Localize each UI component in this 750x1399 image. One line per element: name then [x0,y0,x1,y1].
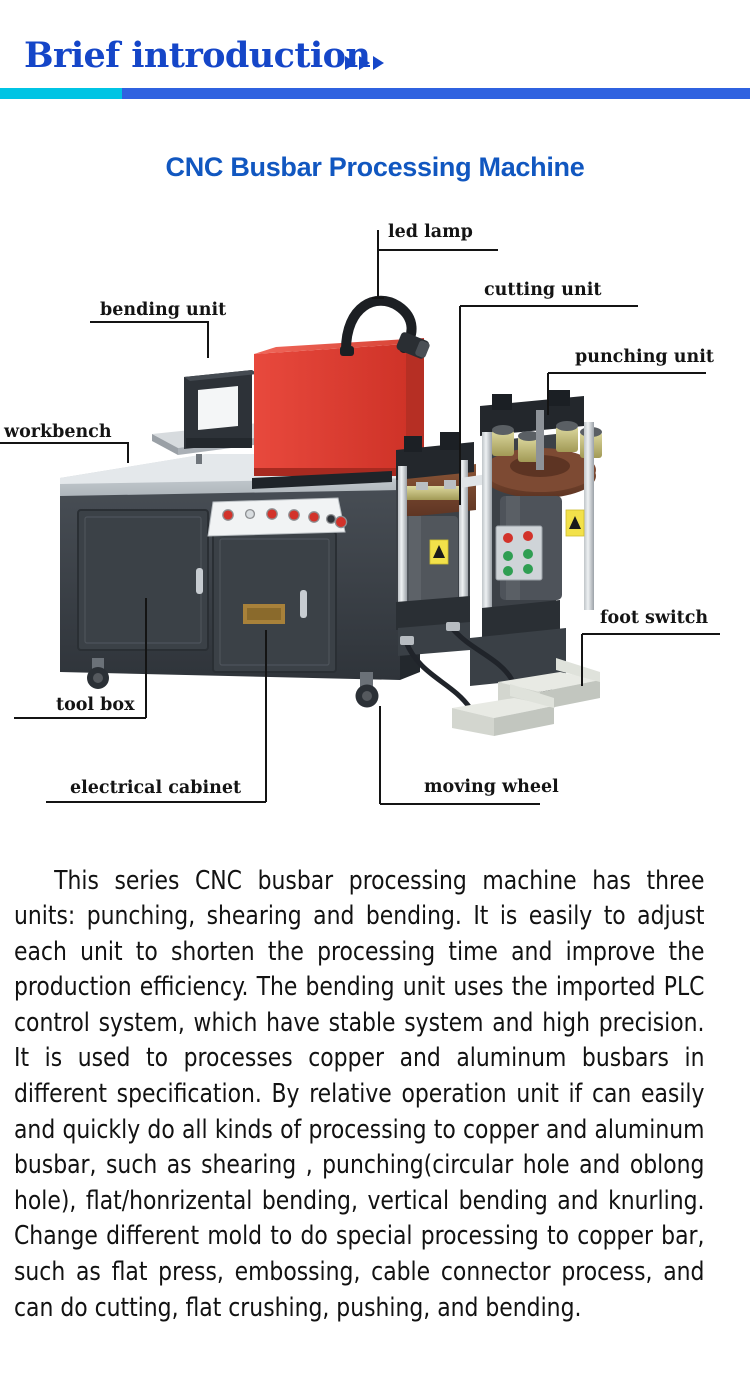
description-paragraph: This series CNC busbar processing machin… [14,865,705,1323]
callout-label-cutting-unit: cutting unit [484,280,601,300]
callout-label-tool-box: tool box [56,695,135,715]
punching-unit [470,390,602,711]
chevron-right-icon [359,56,370,70]
callout-label-moving-wheel: moving wheel [424,777,559,797]
header-divider-rule [0,88,750,99]
product-title: CNC Busbar Processing Machine [165,152,585,182]
moving-wheel-group [87,658,379,708]
section-header: Brief introduction [0,0,750,108]
machine-photo: bending unit workbench led lamp cutting … [0,222,720,805]
bending-unit-cover [252,338,424,489]
callout-leader-lines [0,230,720,805]
led-lamp [340,295,430,359]
callout-label-electrical-cabinet: electrical cabinet [70,778,241,798]
callout-label-led-lamp: led lamp [388,222,473,242]
callout-label-bending-unit: bending unit [100,300,226,320]
chevron-right-icon-group [345,56,384,70]
foot-switch [452,684,554,736]
machine-diagram: bending unit workbench led lamp cutting … [0,210,750,818]
chevron-right-icon [345,56,356,70]
rule-segment-blue [122,88,750,99]
cutting-unit [396,432,476,656]
callout-labels: bending unit workbench led lamp cutting … [3,222,714,798]
machine-main-body [60,454,420,708]
rule-segment-cyan [0,88,122,99]
control-panel-buttons [222,508,348,529]
punch-button-panel[interactable] [495,525,543,581]
bending-unit [184,370,258,449]
chevron-right-icon [373,56,384,70]
callout-label-foot-switch: foot switch [600,608,708,628]
foot-switch-group [400,622,600,736]
callout-label-punching-unit: punching unit [575,347,714,367]
page-title: Brief introduction [24,35,371,76]
callout-label-workbench: workbench [3,422,112,442]
